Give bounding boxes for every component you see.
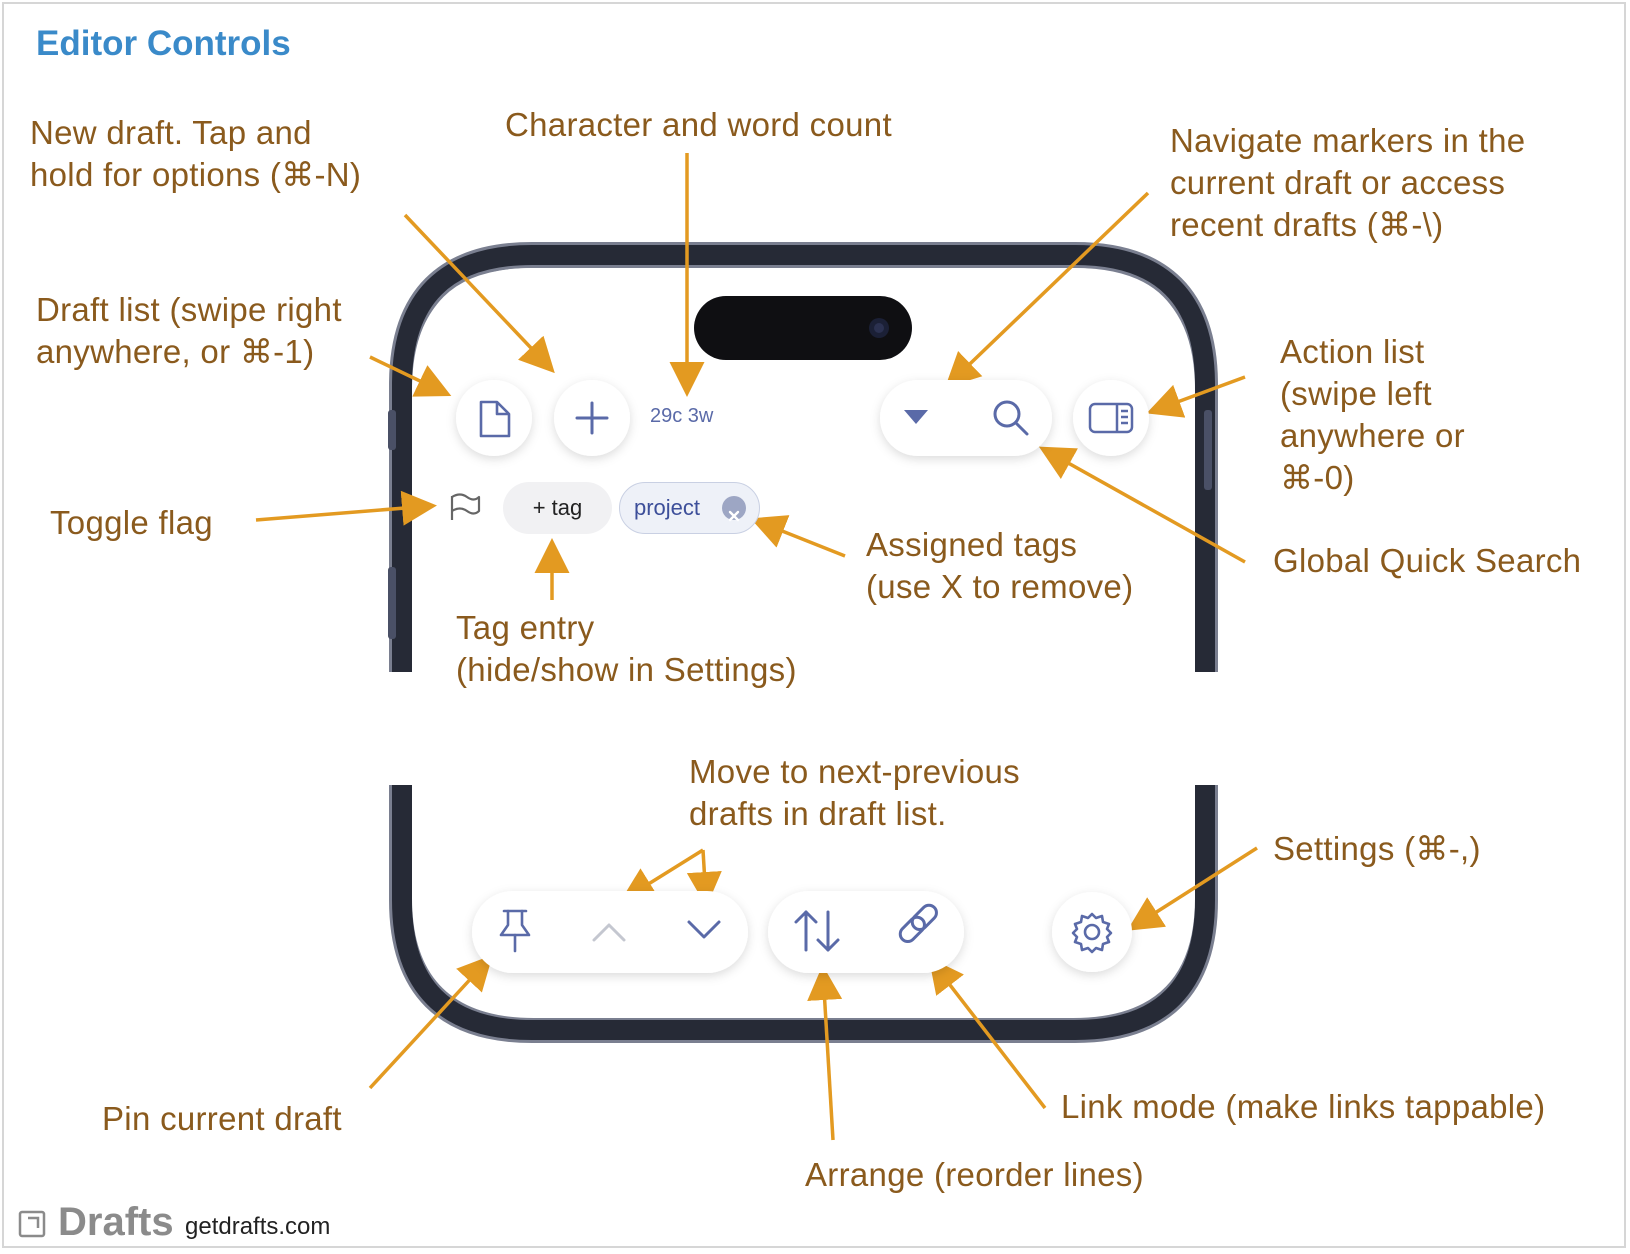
settings-button[interactable] xyxy=(1052,892,1132,972)
annotation-assigned-tags: Assigned tags (use X to remove) xyxy=(866,526,1134,605)
footer-url: getdrafts.com xyxy=(185,1213,331,1240)
figure-title: Editor Controls xyxy=(36,24,291,63)
gear-icon xyxy=(1071,912,1113,954)
link-icon[interactable] xyxy=(897,902,939,944)
arrange-link-pill xyxy=(768,891,964,973)
action-list-button[interactable] xyxy=(1073,380,1149,456)
annotation-global-search: Global Quick Search xyxy=(1273,542,1582,579)
remove-tag-icon[interactable] xyxy=(722,496,746,522)
pin-icon[interactable] xyxy=(499,909,531,953)
triangle-down-icon[interactable] xyxy=(904,410,928,424)
annotation-char-count: Character and word count xyxy=(505,106,892,143)
annotation-arrange: Arrange (reorder lines) xyxy=(805,1156,1144,1193)
annotation-action-list: Action list (swipe left anywhere or ⌘-0) xyxy=(1280,333,1465,496)
flag-icon[interactable] xyxy=(450,493,481,521)
annotation-navigate-markers: Navigate markers in the current draft or… xyxy=(1170,122,1526,243)
search-icon[interactable] xyxy=(993,400,1029,436)
annotation-tag-entry: Tag entry (hide/show in Settings) xyxy=(456,609,797,688)
annotation-move-drafts: Move to next-previous drafts in draft li… xyxy=(689,753,1020,832)
navigate-search-pill xyxy=(880,380,1052,456)
document-icon xyxy=(479,400,511,438)
tag-chip[interactable]: project xyxy=(619,482,760,534)
arrows xyxy=(255,153,1258,1141)
bottom-toolbar xyxy=(472,891,1132,973)
tag-chip-label: project xyxy=(634,495,701,520)
sidebar-icon xyxy=(1088,402,1134,434)
drafts-logo-icon xyxy=(18,1210,46,1238)
annotation-settings: Settings (⌘-,) xyxy=(1273,830,1481,867)
char-word-count: 29c 3w xyxy=(650,405,714,427)
chevron-down-icon[interactable] xyxy=(687,920,721,939)
draft-list-button[interactable] xyxy=(456,380,532,456)
plus-icon xyxy=(575,401,609,435)
phone-top xyxy=(388,242,1218,672)
annotation-new-draft: New draft. Tap and hold for options (⌘-N… xyxy=(30,114,362,193)
drafts-logo: Drafts xyxy=(58,1200,174,1244)
annotation-toggle-flag: Toggle flag xyxy=(50,504,213,541)
annotation-draft-list: Draft list (swipe right anywhere, or ⌘-1… xyxy=(36,291,342,370)
dynamic-island xyxy=(694,296,912,360)
annotation-pin: Pin current draft xyxy=(102,1100,342,1137)
pin-nav-pill xyxy=(472,891,748,973)
annotation-link-mode: Link mode (make links tappable) xyxy=(1061,1088,1546,1125)
tag-entry-field[interactable]: + tag xyxy=(503,482,612,534)
top-toolbar xyxy=(456,380,1149,456)
chevron-up-icon[interactable] xyxy=(592,923,626,942)
arrange-icon[interactable] xyxy=(794,910,840,952)
